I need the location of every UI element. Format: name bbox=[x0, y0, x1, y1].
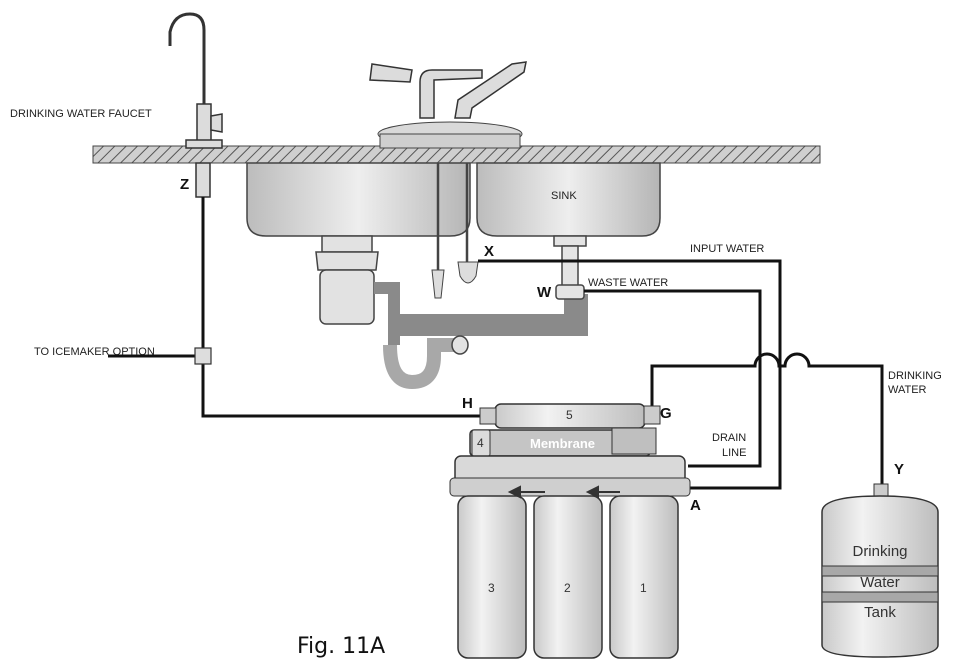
filter-number-1: 1 bbox=[640, 581, 647, 595]
drinking-faucet-body bbox=[185, 103, 223, 198]
filter-number-3: 3 bbox=[488, 581, 495, 595]
filter-number-4: 4 bbox=[477, 436, 484, 450]
ro-unit bbox=[449, 403, 691, 659]
drinking-water-label-2: WATER bbox=[888, 384, 927, 396]
sprayer-weight bbox=[431, 269, 445, 299]
icemaker-label: TO ICEMAKER OPTION bbox=[34, 346, 155, 358]
filter-number-5: 5 bbox=[566, 408, 573, 422]
point-z: Z bbox=[180, 176, 190, 193]
filter-1 bbox=[609, 495, 679, 659]
filter-number-2: 2 bbox=[564, 581, 571, 595]
sink-label: SINK bbox=[551, 190, 577, 202]
storage-tank bbox=[821, 483, 939, 658]
filter-2 bbox=[533, 495, 603, 659]
drinking-water-label-1: DRINKING bbox=[888, 370, 942, 382]
drain-line-label-1: DRAIN bbox=[712, 432, 747, 444]
filter-3 bbox=[457, 495, 527, 659]
waste-water-label: WASTE WATER bbox=[588, 277, 669, 289]
point-h: H bbox=[462, 395, 473, 412]
line-z-to-h bbox=[201, 197, 498, 418]
tubing bbox=[108, 197, 884, 490]
tee-fitting bbox=[194, 347, 212, 365]
drinking-faucet bbox=[168, 12, 206, 140]
point-x: X bbox=[484, 243, 495, 260]
sprayer-hoses bbox=[436, 163, 469, 276]
point-w: W bbox=[537, 284, 552, 301]
line-waste-water bbox=[584, 289, 762, 468]
point-g: G bbox=[660, 405, 672, 422]
sink-basins bbox=[246, 121, 661, 237]
tank-label-3: Tank bbox=[864, 604, 896, 621]
tailpiece bbox=[553, 235, 587, 300]
membrane-label: Membrane bbox=[530, 436, 596, 451]
point-y: Y bbox=[894, 461, 905, 478]
tank-label-1: Drinking bbox=[852, 543, 908, 560]
tank-label-2: Water bbox=[860, 574, 900, 591]
drain-line-label-2: LINE bbox=[722, 447, 747, 459]
supply-valve-x bbox=[457, 261, 479, 284]
faucet-label: DRINKING WATER FAUCET bbox=[10, 108, 152, 120]
point-a: A bbox=[690, 497, 701, 514]
disposal-drain bbox=[315, 235, 588, 390]
line-input-water bbox=[478, 259, 782, 490]
line-drinking-water bbox=[650, 352, 884, 486]
kitchen-faucet bbox=[369, 61, 527, 119]
figure-caption: Fig. 11A bbox=[297, 634, 386, 659]
input-water-label: INPUT WATER bbox=[690, 243, 765, 255]
